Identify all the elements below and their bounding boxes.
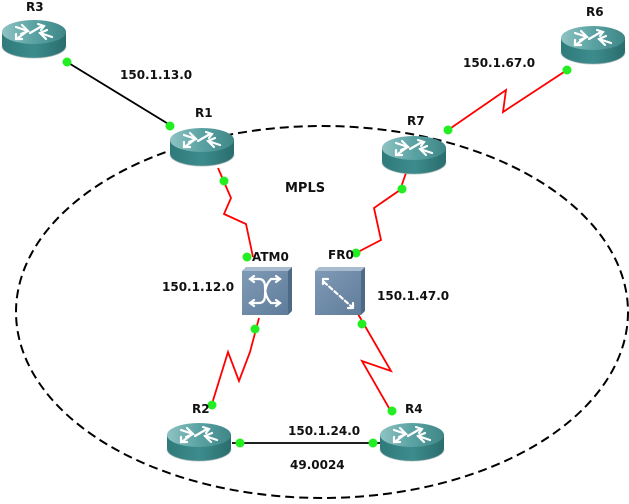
port-dot xyxy=(562,65,572,75)
router-r6[interactable] xyxy=(559,24,627,66)
router-r7[interactable] xyxy=(380,134,448,176)
frame-relay-arrow-icon xyxy=(321,277,355,310)
link-r7-fr0[interactable] xyxy=(355,172,407,254)
port-dot xyxy=(368,438,378,448)
link-atm0-r2[interactable] xyxy=(210,317,260,408)
network-label-r7-r6: 150.1.67.0 xyxy=(463,56,536,70)
router-r4[interactable] xyxy=(378,421,446,463)
node-label-r2: R2 xyxy=(192,402,210,416)
network-label-r2-r4: 150.1.24.0 xyxy=(288,424,361,438)
port-dot xyxy=(357,319,367,329)
atm-switch-atm0[interactable] xyxy=(242,267,292,315)
port-dot xyxy=(397,184,407,194)
port-dot xyxy=(207,400,217,410)
port-indicators xyxy=(62,57,572,448)
atm-crossover-icon xyxy=(248,274,282,308)
link-r3-r1[interactable] xyxy=(66,61,171,126)
node-label-r1: R1 xyxy=(195,106,213,120)
network-label-r2-r4-sub: 49.0024 xyxy=(290,458,345,472)
network-label-r3-r1: 150.1.13.0 xyxy=(120,68,193,82)
fr-switch-fr0[interactable] xyxy=(315,267,365,315)
port-dot xyxy=(351,248,361,258)
node-label-fr0: FR0 xyxy=(328,248,354,262)
node-label-r3: R3 xyxy=(26,0,44,14)
router-r2[interactable] xyxy=(165,421,233,463)
port-dot xyxy=(242,252,252,262)
port-dot xyxy=(235,438,245,448)
link-r7-r6[interactable] xyxy=(447,69,568,131)
mpls-cloud-label: MPLS xyxy=(285,181,326,196)
port-dot xyxy=(219,176,229,186)
mpls-cloud-boundary xyxy=(15,125,629,499)
router-r3[interactable] xyxy=(0,18,68,60)
network-label-fr: 150.1.47.0 xyxy=(377,289,450,303)
port-dot xyxy=(387,406,397,416)
link-r1-atm0[interactable] xyxy=(217,167,254,258)
node-label-atm0: ATM0 xyxy=(252,250,289,264)
network-label-atm: 150.1.12.0 xyxy=(162,280,235,294)
router-r1[interactable] xyxy=(168,126,236,168)
port-dot xyxy=(250,324,260,334)
node-label-r7: R7 xyxy=(407,114,425,128)
port-dot xyxy=(165,121,175,131)
node-label-r4: R4 xyxy=(405,402,423,416)
port-dot xyxy=(62,57,72,67)
port-dot xyxy=(443,125,453,135)
node-label-r6: R6 xyxy=(586,5,604,19)
link-fr0-r4[interactable] xyxy=(357,313,394,416)
